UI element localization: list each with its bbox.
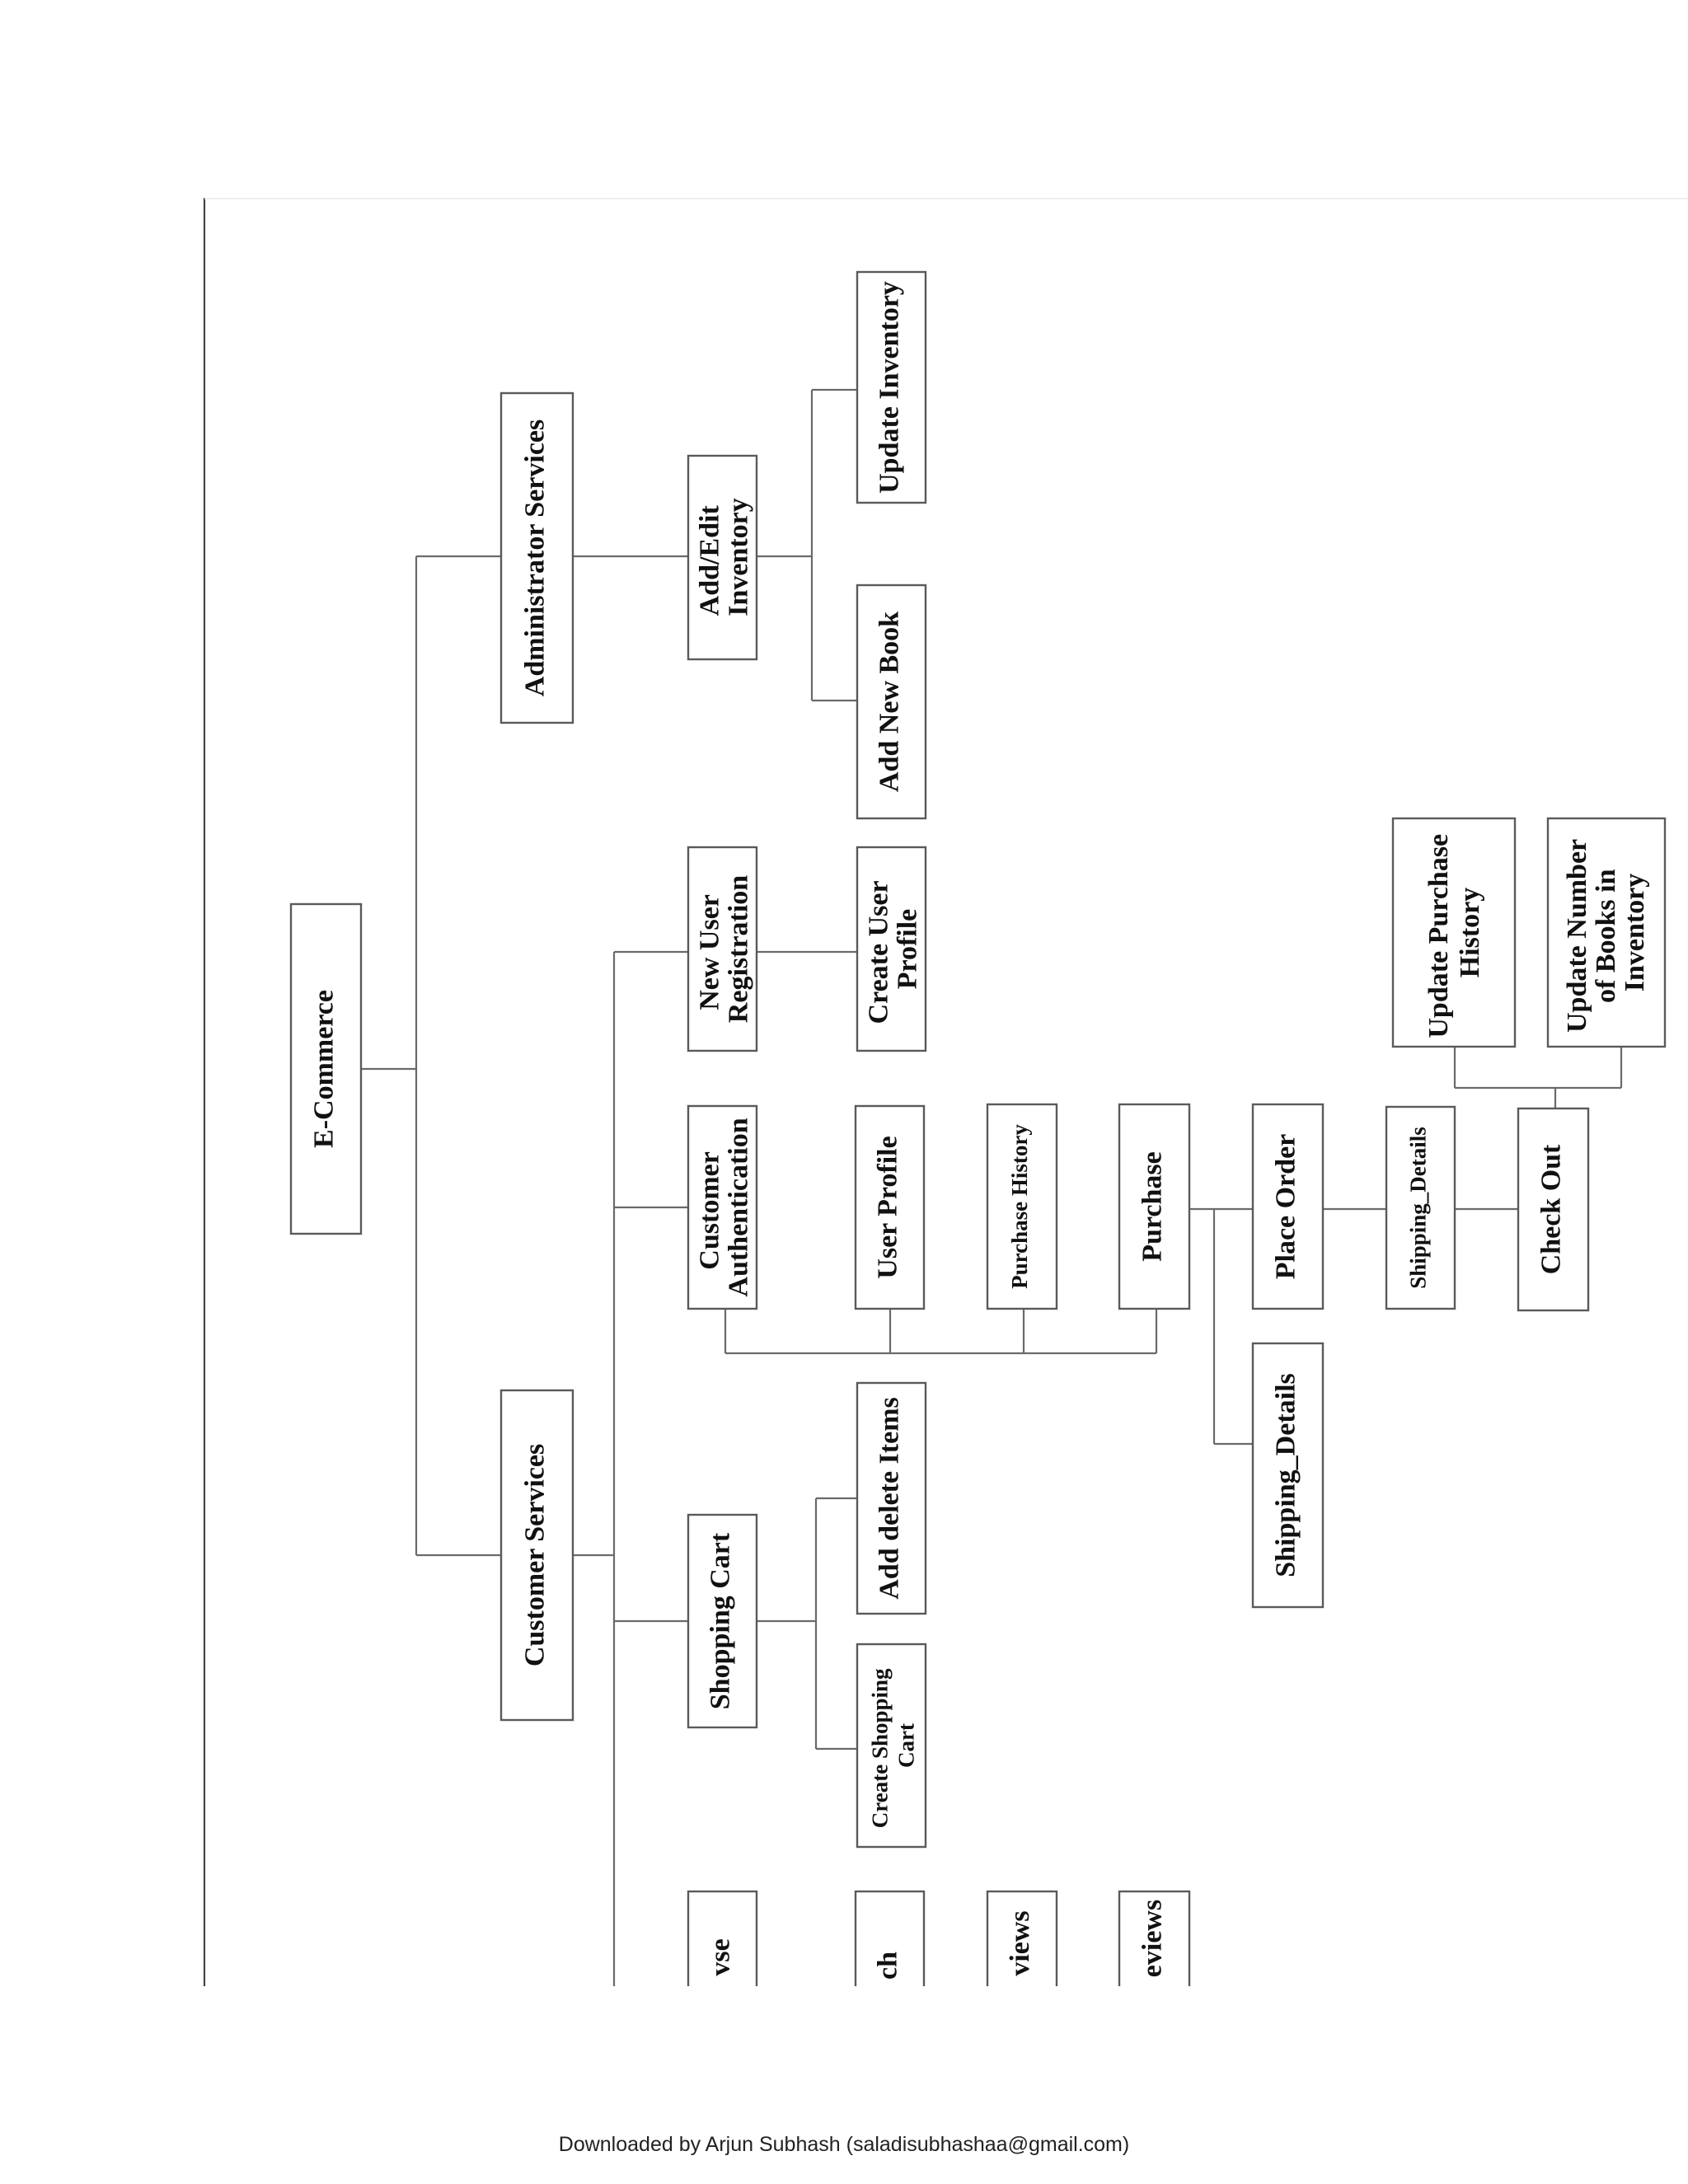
node-add-new-book-label: Add New Book (874, 612, 904, 792)
node-place-order-label: Place Order (1270, 1134, 1301, 1280)
node-reviews-partial-b: eviews (1118, 1890, 1191, 1986)
node-new-user-registration-line-2: Registration (724, 875, 754, 1024)
node-search-partial-label: ch (872, 1952, 903, 1980)
node-ecommerce-label: E-Commerce (308, 990, 339, 1148)
node-update-number-of-books-line-3: Inventory (1620, 874, 1650, 992)
node-add-new-book: Add New Book (856, 583, 927, 820)
node-administrator-services-label: Administrator Services (519, 419, 550, 696)
svg-text:Update Number of Books i: Update Number of Books in Inventory (1562, 832, 1650, 1033)
node-shipping-details-chain-label: Shipping_Details (1406, 1127, 1431, 1289)
svg-text:Update Purchase History: Update Purchase History (1423, 827, 1485, 1038)
node-update-number-of-books: Update Number of Books in Inventory (1546, 817, 1667, 1048)
node-create-user-profile-line-2: Profile (893, 909, 923, 990)
node-customer-services: Customer Services (499, 1389, 574, 1722)
node-shipping-details-standalone-label: Shipping_Details (1270, 1373, 1301, 1577)
svg-text:Add/Edit Inventory: Add/Edit Inventory (695, 498, 754, 616)
node-purchase: Purchase (1118, 1103, 1191, 1310)
node-shipping-details-standalone: Shipping_Details (1251, 1342, 1325, 1609)
node-reviews-partial-a: views (986, 1890, 1058, 1986)
svg-text:Customer Authentication: Customer Authentication (695, 1118, 754, 1296)
node-purchase-history: Purchase History (986, 1103, 1058, 1310)
node-new-user-registration: New User Registration (687, 846, 758, 1052)
node-new-user-registration-line-1: New User (695, 894, 725, 1010)
svg-text:Create User Profile: Create User Profile (864, 874, 923, 1024)
node-update-purchase-history-line-1: Update Purchase (1423, 834, 1454, 1038)
node-create-shopping-cart-line-1: Create Shopping (868, 1668, 893, 1828)
node-create-shopping-cart: Create Shopping Cart (856, 1643, 927, 1849)
node-customer-authentication-line-1: Customer (695, 1151, 725, 1269)
node-user-profile: User Profile (854, 1104, 926, 1310)
download-footer: Downloaded by Arjun Subhash (saladisubha… (558, 2133, 1130, 2156)
node-add-edit-inventory: Add/Edit Inventory (687, 454, 758, 661)
svg-text:Create Shopping Cart: Create Shopping Cart (868, 1663, 919, 1829)
node-reviews-partial-a-label: views (1005, 1910, 1035, 1975)
node-create-shopping-cart-line-2: Cart (894, 1723, 919, 1768)
node-add-delete-items: Add delete Items (856, 1381, 927, 1615)
node-shopping-cart: Shopping Cart (687, 1513, 758, 1729)
svg-text:New User Registration: New User Registration (695, 875, 754, 1024)
node-browse-partial-label: vse (705, 1938, 735, 1975)
node-customer-authentication-line-2: Authentication (724, 1118, 754, 1296)
node-purchase-label: Purchase (1137, 1151, 1167, 1261)
node-create-user-profile-line-1: Create User (864, 881, 894, 1024)
clipped-bottom-nodes: vse ch views eviews (687, 1890, 1191, 1986)
node-customer-authentication: Customer Authentication (687, 1104, 758, 1310)
node-administrator-services: Administrator Services (499, 391, 574, 724)
node-shipping-details-chain: Shipping_Details (1385, 1105, 1456, 1310)
node-user-profile-label: User Profile (872, 1136, 903, 1278)
node-place-order: Place Order (1251, 1103, 1325, 1310)
node-check-out: Check Out (1517, 1107, 1590, 1312)
node-update-purchase-history-line-2: History (1455, 888, 1485, 978)
node-add-edit-inventory-line-1: Add/Edit (695, 504, 725, 616)
node-purchase-history-label: Purchase History (1007, 1124, 1032, 1289)
connectors (361, 388, 1623, 1986)
node-update-number-of-books-line-2: of Books in (1591, 869, 1621, 1003)
node-reviews-partial-b-label: eviews (1137, 1900, 1167, 1977)
node-customer-services-label: Customer Services (519, 1444, 550, 1666)
node-update-number-of-books-line-1: Update Number (1562, 839, 1592, 1033)
node-update-inventory: Update Inventory (856, 270, 927, 504)
node-browse-partial: vse (687, 1890, 758, 1986)
node-search-partial: ch (854, 1890, 926, 1986)
node-update-inventory-label: Update Inventory (874, 281, 904, 494)
node-shopping-cart-label: Shopping Cart (705, 1532, 735, 1709)
node-add-edit-inventory-line-2: Inventory (724, 498, 754, 616)
node-add-delete-items-label: Add delete Items (874, 1397, 904, 1600)
node-check-out-label: Check Out (1536, 1144, 1566, 1274)
node-create-user-profile: Create User Profile (856, 846, 927, 1052)
node-ecommerce: E-Commerce (289, 902, 363, 1235)
node-update-purchase-history: Update Purchase History (1391, 817, 1517, 1048)
